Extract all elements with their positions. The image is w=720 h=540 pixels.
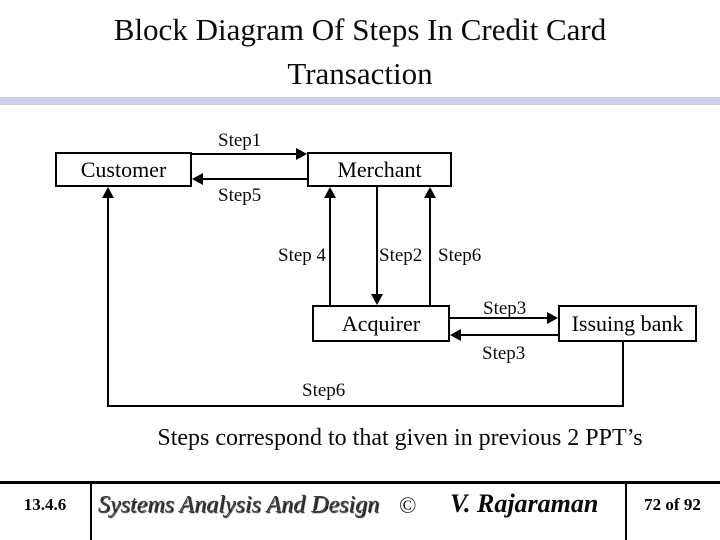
arrow-step4-head-icon (324, 187, 336, 198)
step6-path-down-line (622, 342, 624, 407)
issuing-bank-box-label: Issuing bank (571, 310, 684, 336)
step4-label: Step 4 (278, 245, 327, 266)
step3-top-label: Step3 (483, 298, 527, 319)
arrow-step5-head-icon (192, 173, 203, 185)
customer-box: Customer (55, 152, 192, 187)
title-accent-band (0, 97, 720, 105)
arrow-step3-top-line (450, 317, 549, 319)
footer-divider-left (90, 484, 92, 540)
step1-label: Step1 (218, 130, 262, 151)
step2-label: Step2 (379, 245, 423, 266)
arrow-step1-head-icon (296, 148, 307, 160)
footer-section-number: 13.4.6 (23, 495, 67, 514)
slide-title-line2: Transaction (287, 56, 433, 91)
footer-author: V. Rajaraman (450, 489, 599, 518)
arrow-step6-vertical-line (429, 196, 431, 305)
step6-path-up-line (107, 196, 109, 407)
arrow-step3-bottom-line (460, 334, 558, 336)
copyright-icon: © (399, 493, 417, 518)
caption-text: Steps correspond to that given in previo… (157, 425, 643, 451)
footer-top-rule (0, 481, 720, 484)
issuing-bank-box: Issuing bank (558, 305, 697, 342)
step6-vertical-label: Step6 (438, 245, 482, 266)
arrow-step2-line (376, 187, 378, 296)
footer-page-indicator: 72 of 92 (644, 495, 701, 514)
arrow-step5-line (202, 178, 307, 180)
step6-path-bottom-line (107, 405, 624, 407)
acquirer-box-label: Acquirer (341, 310, 421, 336)
footer-book-title: Systems Analysis And Design (98, 492, 380, 518)
acquirer-box: Acquirer (312, 305, 450, 342)
arrow-step1-line (192, 153, 298, 155)
step3-bottom-label: Step3 (482, 343, 526, 364)
footer-divider-right (625, 484, 627, 540)
merchant-box: Merchant (307, 152, 452, 187)
step6-bottom-label: Step6 (302, 380, 346, 401)
customer-box-label: Customer (80, 156, 167, 182)
step5-label: Step5 (218, 185, 262, 206)
merchant-box-label: Merchant (337, 156, 422, 182)
slide-title: Block Diagram Of Steps In Credit Card Tr… (0, 8, 720, 96)
arrow-step3-top-head-icon (547, 312, 558, 324)
arrow-step3-bottom-head-icon (450, 329, 461, 341)
arrow-step6-vertical-head-icon (424, 187, 436, 198)
step6-path-head-icon (102, 187, 114, 198)
slide-title-line1: Block Diagram Of Steps In Credit Card (113, 12, 607, 47)
arrow-step2-head-icon (371, 294, 383, 305)
arrow-step4-line (329, 196, 331, 305)
